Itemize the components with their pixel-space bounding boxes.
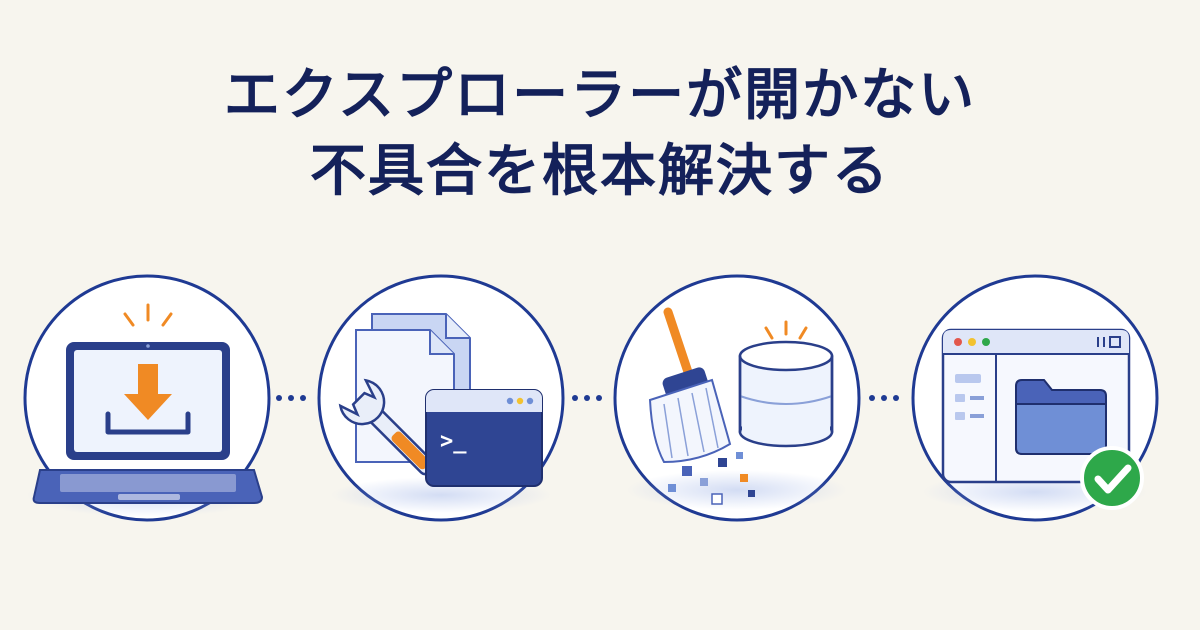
repair-tools-terminal-icon: >_ (317, 274, 565, 522)
connector-dots-2 (572, 395, 602, 401)
title-line-1: エクスプローラーが開かない (223, 63, 977, 128)
explorer-window-check-icon (911, 274, 1159, 522)
page-title: エクスプローラーが開かない 不具合を根本解決する (0, 58, 1200, 210)
title-line-2: 不具合を根本解決する (310, 139, 890, 204)
terminal-prompt: >_ (440, 429, 467, 454)
cleanup-broom-disk-icon (613, 274, 861, 522)
connector-dots-1 (276, 395, 306, 401)
laptop-download-icon (23, 274, 271, 522)
connector-dots-3 (869, 395, 899, 401)
